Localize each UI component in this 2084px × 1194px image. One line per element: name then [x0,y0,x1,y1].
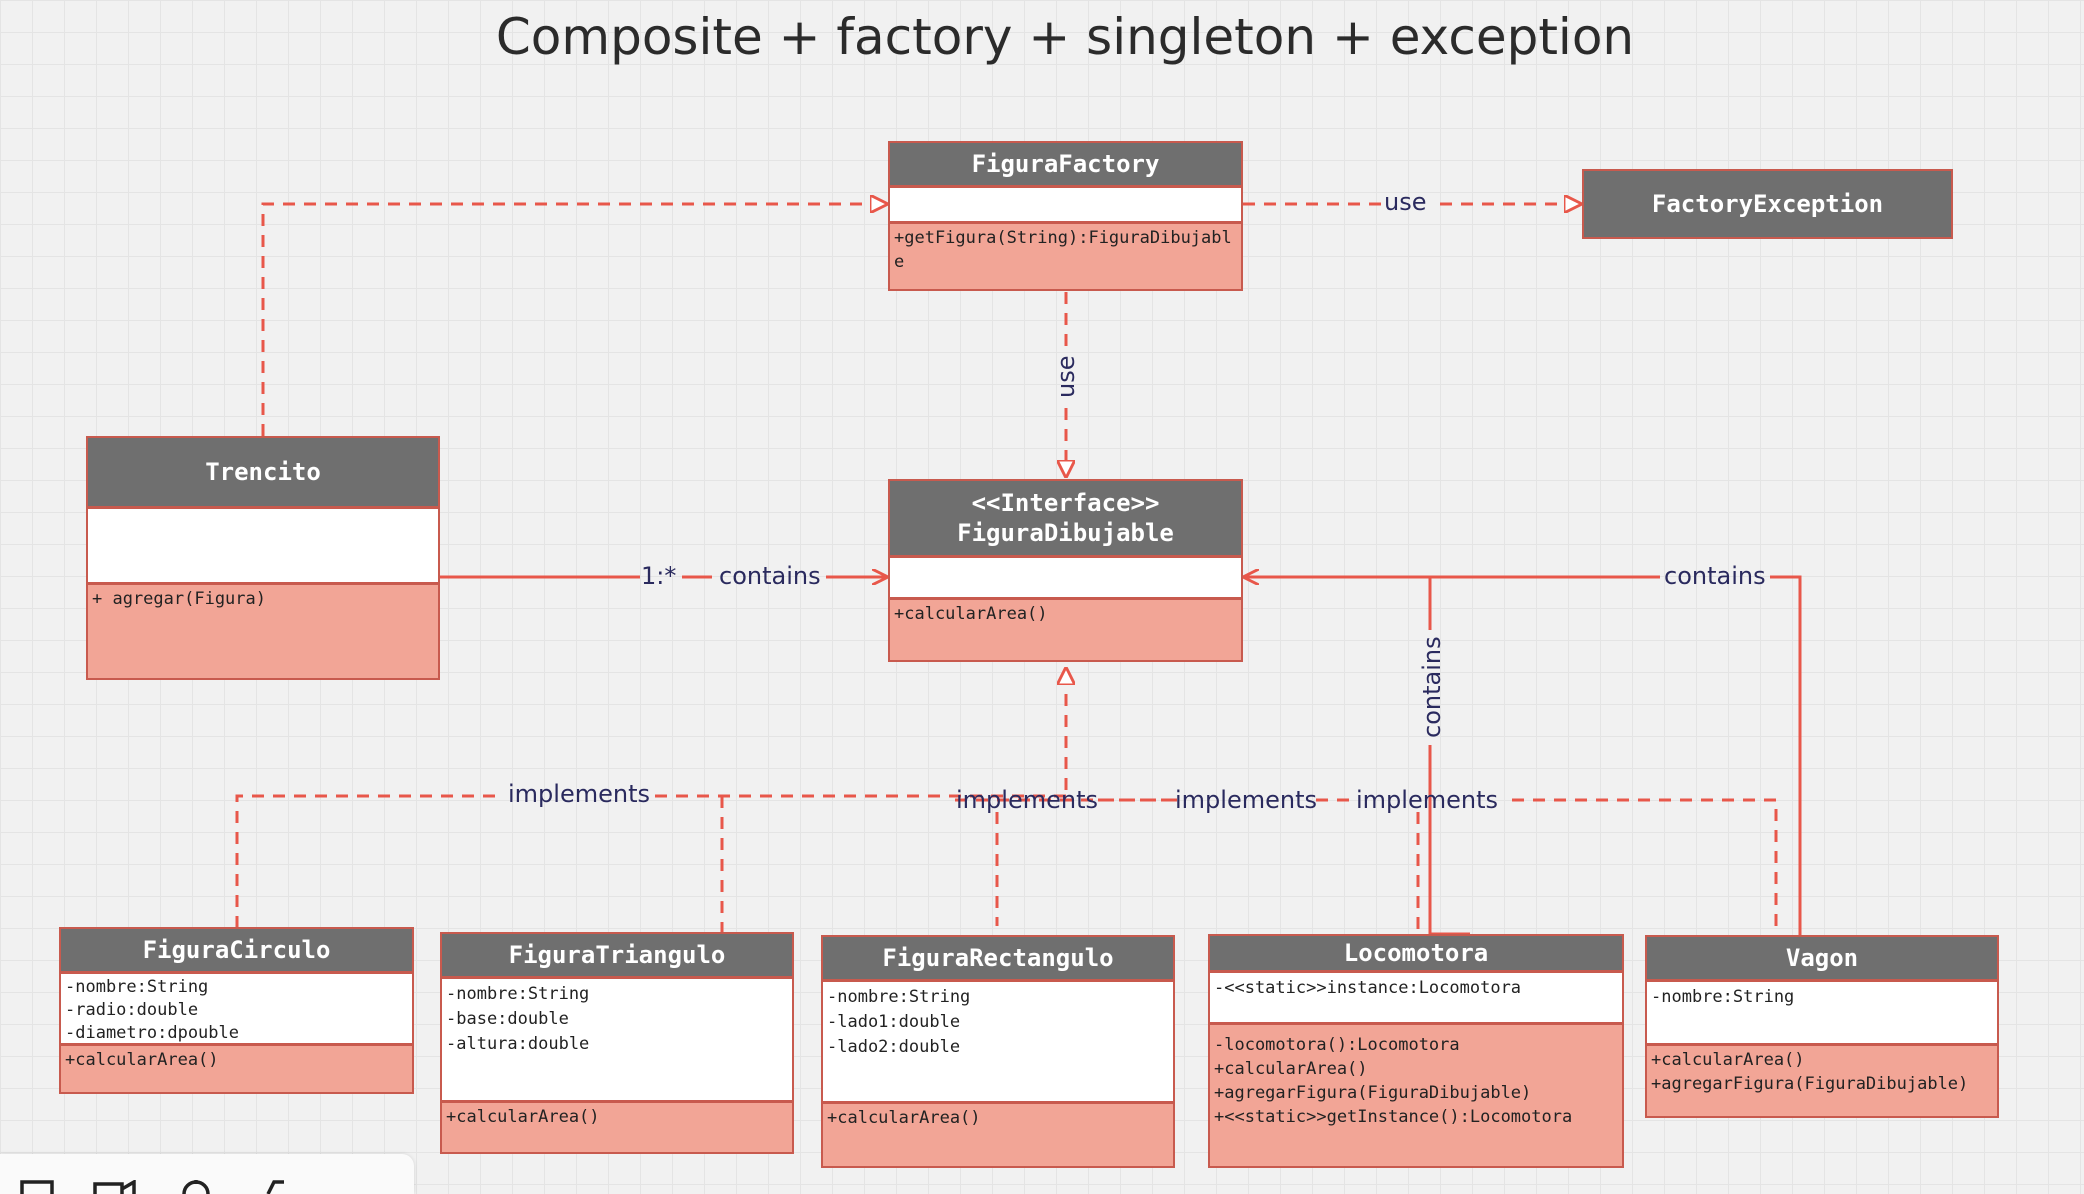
implements-circulo-label: implements [508,780,650,808]
bottom-toolbar [0,1154,414,1194]
class-figura-triangulo[interactable]: FiguraTriangulo -nombre:String -base:dou… [440,932,794,1154]
attributes-section: -nombre:String -radio:double -diametro:d… [61,971,412,1043]
class-name: FiguraRectangulo [882,944,1114,972]
video-icon[interactable] [92,1180,138,1194]
class-figura-circulo[interactable]: FiguraCirculo -nombre:String -radio:doub… [59,927,414,1094]
method: +calcularArea() [65,1050,219,1070]
class-header: Trencito [88,438,438,506]
methods-section: +calcularArea() [61,1043,412,1092]
factory-exception-use-label: use [1384,188,1426,216]
class-name: FiguraDibujable [957,519,1174,547]
attribute: -nombre:String [65,977,209,997]
attributes-section [88,506,438,582]
attribute: -nombre:String [446,984,590,1004]
class-trencito[interactable]: Trencito + agregar(Figura) [86,436,440,680]
class-name: Vagon [1785,944,1859,972]
attribute: -lado2:double [827,1037,961,1057]
method: +getFigura(String):FiguraDibujable [894,228,1232,272]
attribute: -altura:double [446,1034,590,1054]
class-header: FactoryException [1584,171,1951,237]
class-header: Locomotora [1210,936,1622,970]
mic-icon[interactable] [176,1180,216,1194]
implements-vagon [1512,798,1778,926]
method: +calcularArea() [827,1108,981,1128]
method: + agregar(Figura) [92,589,266,609]
methods-section: +calcularArea() [890,597,1241,660]
class-header: FiguraTriangulo [442,934,792,976]
class-header: <<Interface>> FiguraDibujable [890,481,1241,555]
attributes-section: -nombre:String [1647,979,1997,1043]
vagon-contains-label: contains [1664,562,1766,590]
attributes-section: -nombre:String -base:double -altura:doub… [442,976,792,1100]
trencito-factory-connector [261,204,888,436]
methods-section: + agregar(Figura) [88,582,438,678]
method: +agregarFigura(FiguraDibujable) [1651,1074,1969,1094]
attribute: -base:double [446,1009,569,1029]
methods-section: +calcularArea() +agregarFigura(FiguraDib… [1647,1043,1997,1116]
method: +calcularArea() [1214,1059,1368,1079]
multiplicity-label: 1:* [641,562,676,590]
attribute: -diametro:dpouble [65,1023,239,1043]
attributes-section: -nombre:String -lado1:double -lado2:doub… [823,979,1173,1101]
diagram-title: Composite + factory + singleton + except… [495,8,1635,66]
implements-circulo [235,794,500,928]
class-name: FiguraFactory [971,150,1160,178]
class-name: Trencito [205,458,321,486]
attributes-section: -<<static>>instance:Locomotora [1210,970,1622,1022]
class-name: FiguraCirculo [142,936,331,964]
vagon-interface-connector [1770,575,1802,936]
attribute: -<<static>>instance:Locomotora [1214,978,1522,998]
class-figura-rectangulo[interactable]: FiguraRectangulo -nombre:String -lado1:d… [821,935,1175,1168]
interface-stereotype: <<Interface>> [971,489,1160,517]
class-name: FactoryException [1651,190,1884,218]
class-figura-factory[interactable]: FiguraFactory +getFigura(String):FiguraD… [888,141,1243,291]
class-name: FiguraTriangulo [508,941,726,969]
class-header: FiguraCirculo [61,929,412,971]
attribute: -radio:double [65,1000,199,1020]
method: +agregarFigura(FiguraDibujable) [1214,1083,1532,1103]
class-name: Locomotora [1343,939,1489,967]
methods-section: +getFigura(String):FiguraDibujable [890,221,1241,289]
implements-locomotora-label: implements [1175,786,1317,814]
attribute: -nombre:String [827,987,971,1007]
methods-section: +calcularArea() [442,1100,792,1152]
class-header: Vagon [1647,937,1997,979]
implements-rectangulo-label: implements [956,786,1098,814]
class-figura-dibujable[interactable]: <<Interface>> FiguraDibujable +calcularA… [888,479,1243,662]
methods-section: +calcularArea() [823,1101,1173,1166]
class-locomotora[interactable]: Locomotora -<<static>>instance:Locomotor… [1208,934,1624,1168]
factory-interface-use-label: use [1052,356,1080,398]
implements-vagon-label: implements [1356,786,1498,814]
locomotora-contains-label: contains [1418,636,1446,738]
method: +calcularArea() [446,1107,600,1127]
pen-icon[interactable] [262,1180,292,1194]
method: +calcularArea() [894,604,1048,624]
method: +<<static>>getInstance():Locomotora [1214,1107,1573,1127]
class-factory-exception[interactable]: FactoryException [1582,169,1953,239]
method: -locomotora():Locomotora [1214,1035,1460,1055]
class-header: FiguraFactory [890,143,1241,185]
class-vagon[interactable]: Vagon -nombre:String +calcularArea() +ag… [1645,935,1999,1118]
frame-icon[interactable] [18,1180,58,1194]
trencito-contains-label: contains [719,562,821,590]
class-header: FiguraRectangulo [823,937,1173,979]
methods-section: -locomotora():Locomotora +calcularArea()… [1210,1022,1622,1166]
attributes-section [890,555,1241,597]
attribute: -nombre:String [1651,987,1795,1007]
method: +calcularArea() [1651,1050,1805,1070]
attributes-section [890,185,1241,221]
attribute: -lado1:double [827,1012,961,1032]
